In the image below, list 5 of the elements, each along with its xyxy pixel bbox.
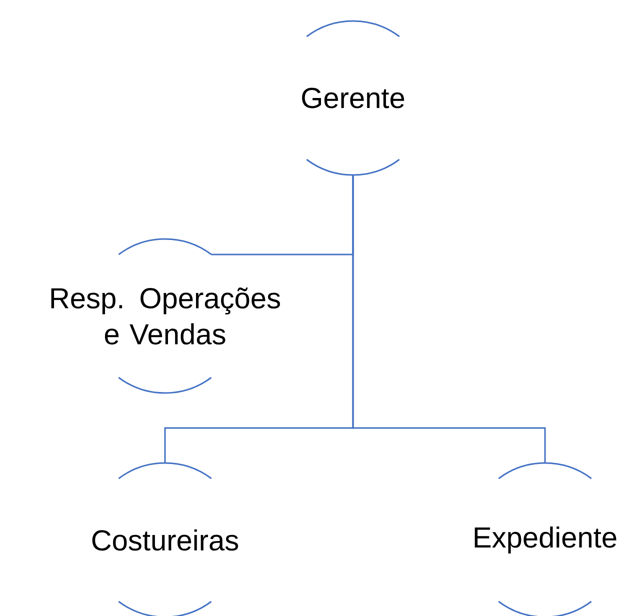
circle-node: Resp. Operações e Vendas (51, 238, 280, 394)
connector-line (352, 175, 546, 463)
circle-node: Costureiras (92, 462, 238, 616)
circle-node: Gerente (302, 20, 404, 176)
circle-node: Expediente (474, 462, 616, 616)
